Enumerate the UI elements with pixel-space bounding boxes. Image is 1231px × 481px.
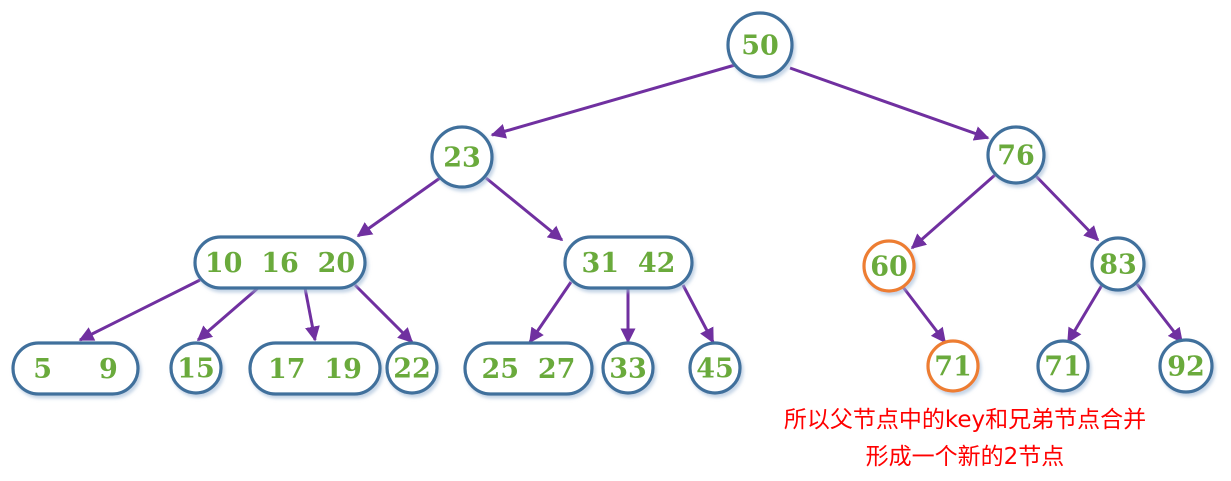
node-border xyxy=(385,341,439,395)
edge-n60-n71a xyxy=(901,286,947,344)
node-border xyxy=(169,341,223,395)
tree-node: 71 xyxy=(1036,339,1090,393)
node-key-label: 92 xyxy=(1167,352,1205,383)
edge-n101620-n59 xyxy=(78,278,201,342)
node-border xyxy=(986,125,1046,185)
tree-node: 76 xyxy=(986,125,1046,185)
tree-node: 17 19 xyxy=(248,341,382,396)
node-border xyxy=(1090,236,1146,292)
edge-n101620-n22 xyxy=(353,283,414,344)
tree-node: 71 xyxy=(926,339,980,393)
node-key-label: 71 xyxy=(1044,352,1082,383)
tree-node: 5 9 xyxy=(11,341,140,396)
node-border xyxy=(601,341,655,395)
tree-node: 45 xyxy=(688,341,742,395)
tree-node: 50 xyxy=(726,11,794,79)
node-border xyxy=(193,235,367,290)
highlighted-node-border xyxy=(862,239,916,293)
node-border xyxy=(1036,339,1090,393)
edge-n101620-n15 xyxy=(196,286,259,342)
edge-n101620-n1719 xyxy=(303,287,320,342)
tree-node: 10 16 20 xyxy=(193,235,367,290)
note-line-2: 形成一个新的2节点 xyxy=(865,444,1065,470)
edge-n23-n3142 xyxy=(485,176,564,242)
tree-node: 83 xyxy=(1090,236,1146,292)
edges xyxy=(78,63,1184,344)
node-key-label: 22 xyxy=(393,354,431,385)
node-key-label: 10 16 20 xyxy=(205,248,355,279)
node-border xyxy=(726,11,794,79)
node-key-label: 25 27 xyxy=(482,354,576,385)
node-border xyxy=(463,341,594,396)
edge-n50-n23 xyxy=(490,63,736,139)
node-key-label: 33 xyxy=(609,354,647,385)
tree-node: 31 42 xyxy=(563,235,694,290)
node-key-label: 31 42 xyxy=(582,248,676,279)
tree-node: 33 xyxy=(601,341,655,395)
node-border xyxy=(248,341,382,396)
tree-node: 15 xyxy=(169,341,223,395)
edge-n83-n71b xyxy=(1066,284,1104,344)
node-key-label: 15 xyxy=(177,354,215,385)
nodes: 50 23 76 10 16 20 31 42 60 83 5 9 15 17 19 22 25 27… xyxy=(11,11,1214,396)
node-key-label: 45 xyxy=(696,354,734,385)
node-border xyxy=(1158,338,1214,394)
tree-node: 22 xyxy=(385,341,439,395)
tree-node: 60 xyxy=(862,239,916,293)
node-border xyxy=(688,341,742,395)
node-key-label: 50 xyxy=(741,31,779,62)
node-border xyxy=(563,235,694,290)
node-key-label: 23 xyxy=(443,143,481,174)
note-line-1: 所以父节点中的key和兄弟节点合并 xyxy=(783,407,1147,433)
node-key-label: 5 9 xyxy=(33,354,118,385)
node-key-label: 60 xyxy=(870,252,908,283)
node-border xyxy=(11,341,140,396)
edge-n50-n76 xyxy=(789,66,990,141)
edge-n83-n92 xyxy=(1135,283,1184,344)
highlighted-node-border xyxy=(926,339,980,393)
edge-n3142-n45 xyxy=(681,284,715,344)
tree-node: 92 xyxy=(1158,338,1214,394)
node-border xyxy=(430,125,494,189)
tree-node: 25 27 xyxy=(463,341,594,396)
tree-node: 23 xyxy=(430,125,494,189)
edge-n76-n83 xyxy=(1031,171,1100,242)
node-key-label: 76 xyxy=(997,141,1035,172)
edge-n76-n60 xyxy=(910,173,996,250)
node-key-label: 83 xyxy=(1099,250,1137,281)
edge-n23-n101620 xyxy=(356,176,441,238)
node-key-label: 17 19 xyxy=(268,354,362,385)
node-key-label: 71 xyxy=(934,352,972,383)
edge-n3142-n2527 xyxy=(528,281,573,344)
